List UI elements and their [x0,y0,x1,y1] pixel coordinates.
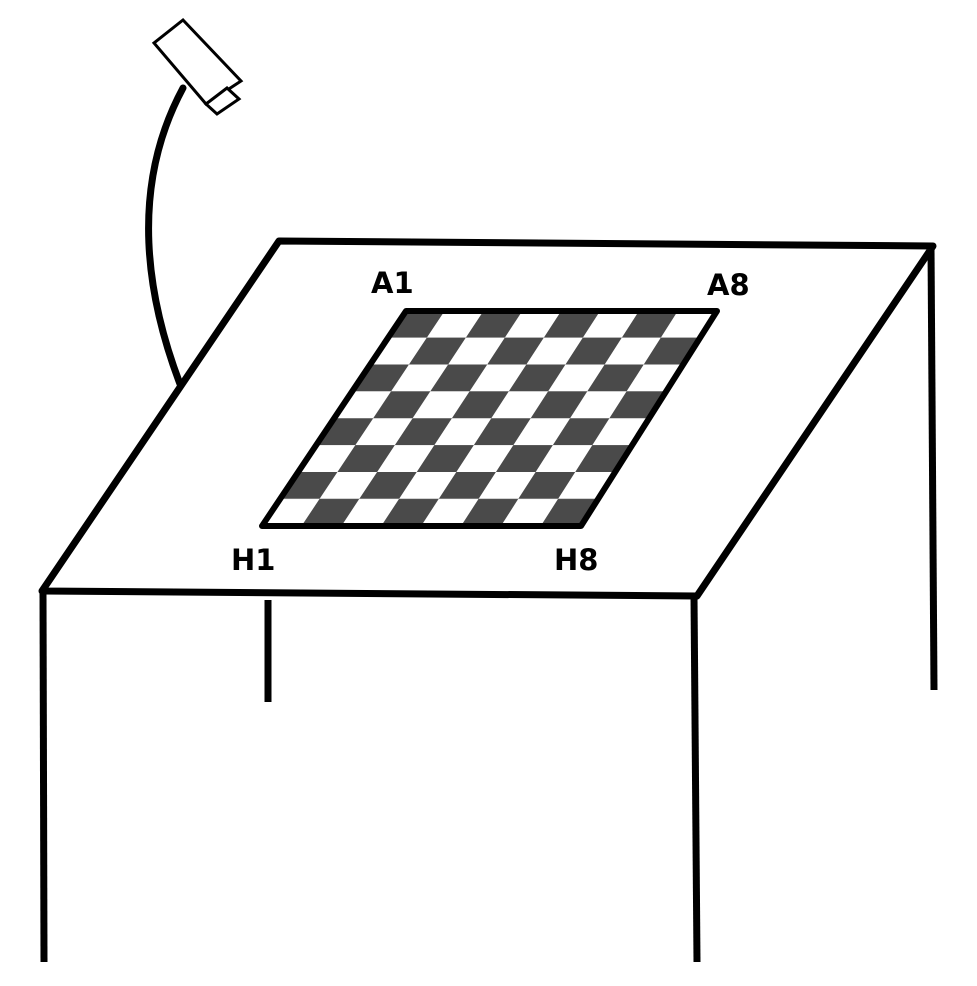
label-h8: H8 [554,543,598,577]
table-leg-front-left [39,591,48,963]
label-h1: H1 [231,543,275,577]
table-legs [39,245,938,963]
camera-lens [203,86,242,116]
table-leg-back-right [927,245,938,691]
label-a8: A8 [707,268,750,302]
camera-arm [145,84,187,388]
label-a1: A1 [371,266,414,300]
chessboard-border [259,308,720,529]
table-leg-front-right [690,595,701,963]
camera-icon [151,17,244,116]
